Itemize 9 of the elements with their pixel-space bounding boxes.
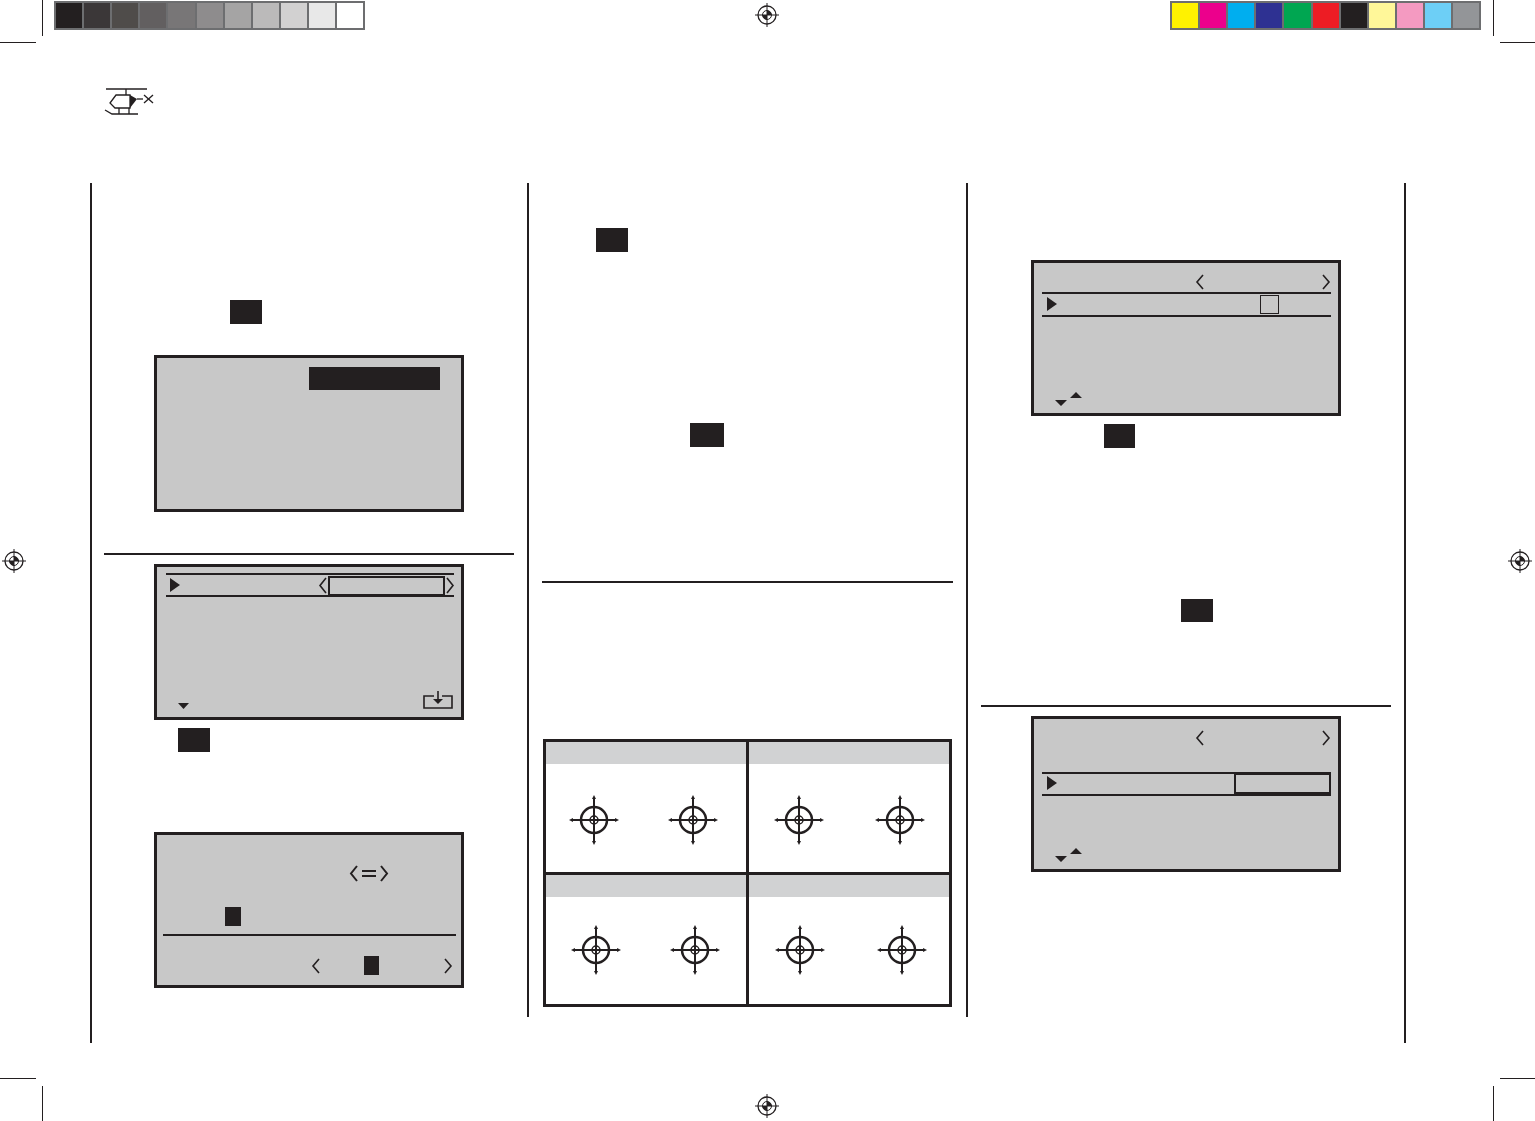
table-cell: [543, 739, 749, 875]
table-cell: [746, 872, 952, 1007]
lcd-screen: [154, 564, 464, 720]
lcd-screen: [154, 832, 464, 988]
table-cell: [543, 872, 749, 1007]
table-cell: [746, 739, 952, 875]
lcd-screen: [1031, 260, 1341, 416]
lcd-screen: [1031, 716, 1341, 872]
lcd-screen: [154, 355, 464, 512]
